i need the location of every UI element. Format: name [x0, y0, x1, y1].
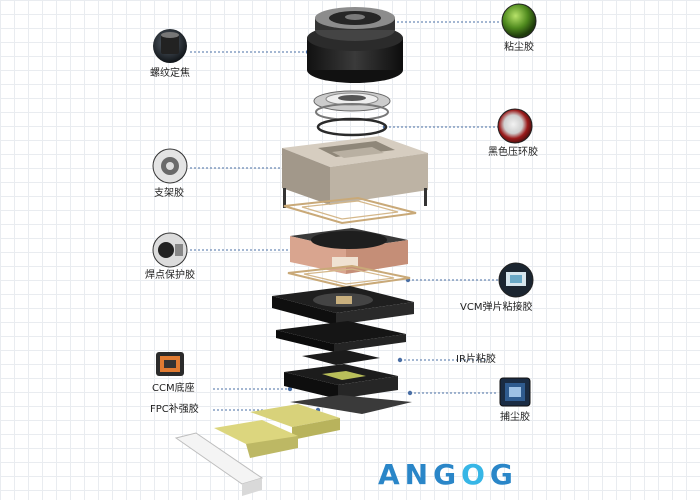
ccm-icon — [156, 352, 184, 376]
label-vcm: VCM弹片粘接胶 — [460, 302, 532, 314]
label-screw-focus: 螺纹定焦 — [150, 68, 190, 80]
catch-icon — [500, 378, 530, 406]
dust-glue-icon — [502, 4, 536, 38]
lens-barrel — [307, 7, 403, 83]
vcm-icon — [499, 263, 533, 297]
vcm-housing — [282, 136, 428, 208]
solder-icon — [153, 233, 187, 267]
label-ir: IR片粘胶 — [456, 354, 496, 366]
bracket-icon — [153, 149, 187, 183]
brand-logo: ANGOG — [378, 458, 518, 491]
black-ring-icon — [498, 109, 532, 143]
lens-elements — [314, 91, 390, 120]
ccm-base — [284, 364, 398, 399]
black-ring — [318, 119, 386, 135]
label-solder: 焊点保护胶 — [145, 270, 195, 282]
label-dust-glue: 粘尘胶 — [504, 42, 534, 54]
lower-spring — [288, 266, 410, 287]
lens-icon — [153, 29, 187, 63]
label-black-ring: 黑色压环胶 — [488, 147, 538, 159]
ir-holder — [276, 321, 406, 365]
fpc-board — [214, 395, 412, 458]
label-catch: 捕尘胶 — [500, 412, 530, 424]
label-ccm: CCM底座 — [152, 383, 195, 395]
vcm-base — [272, 286, 414, 325]
upper-spring — [284, 198, 416, 223]
label-bracket: 支架胶 — [154, 188, 184, 200]
label-fpc: FPC补强胶 — [150, 404, 199, 416]
